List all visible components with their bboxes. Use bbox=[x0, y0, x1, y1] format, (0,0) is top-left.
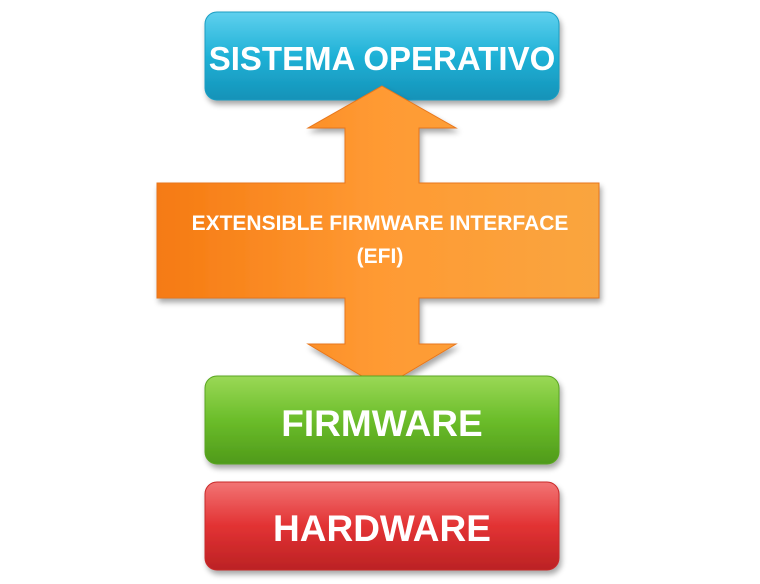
firmware-label: FIRMWARE bbox=[281, 403, 482, 444]
os-label: SISTEMA OPERATIVO bbox=[209, 40, 556, 77]
efi-double-arrow-shape bbox=[156, 85, 600, 389]
efi-label-line2: (EFI) bbox=[357, 245, 404, 268]
hardware-box bbox=[204, 481, 560, 571]
efi-connector: EXTENSIBLE FIRMWARE INTERFACE (EFI) bbox=[156, 85, 600, 389]
firmware-box bbox=[204, 375, 560, 465]
hardware-node: HARDWARE bbox=[204, 481, 560, 571]
os-node: SISTEMA OPERATIVO bbox=[204, 11, 560, 101]
firmware-node: FIRMWARE bbox=[204, 375, 560, 465]
efi-label-line1: EXTENSIBLE FIRMWARE INTERFACE bbox=[192, 212, 569, 235]
hardware-label: HARDWARE bbox=[273, 508, 491, 549]
